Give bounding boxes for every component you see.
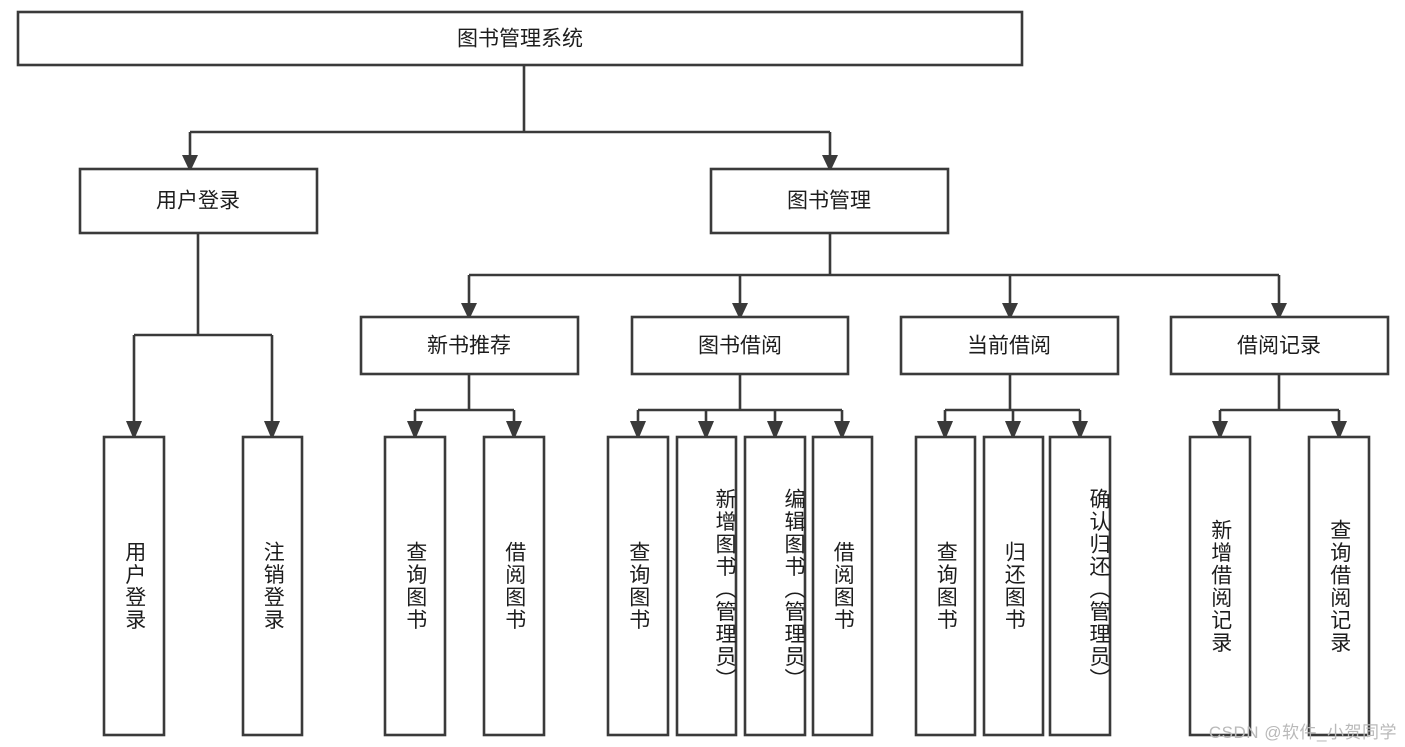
arrowhead-login-child-1 [126, 421, 142, 440]
arrowhead-currentborrow-child-3 [1072, 421, 1088, 440]
leaf-box-query-books-borrow[interactable] [606, 435, 670, 737]
arrowhead-borrowrecord-child-1 [1212, 421, 1228, 440]
current-borrow-box[interactable] [899, 315, 1120, 376]
leaf-box-add-book-admin[interactable] [675, 435, 738, 737]
leaf-label-logout: 注销登录 [261, 541, 285, 631]
leaf-label-edit-book-admin: 编辑图书（管理员） [782, 487, 805, 691]
connector-book-manage-children [461, 233, 1287, 320]
arrowhead-borrow-record [1271, 303, 1287, 320]
borrow-record-label: 借阅记录 [1237, 335, 1321, 358]
connector-user-login-children [126, 233, 280, 440]
node-root[interactable]: 图书管理系统 [16, 10, 1024, 67]
arrowhead-book-manage [822, 155, 838, 172]
leaf-label-user-login: 用户登录 [122, 541, 146, 631]
arrowhead-borrowbooks-child-3 [767, 421, 783, 440]
arrowhead-new-books [461, 303, 477, 320]
leaf-box-add-borrow-record[interactable] [1188, 435, 1252, 737]
node-new-book-recommend[interactable]: 新书推荐 [359, 315, 580, 376]
root-box[interactable] [16, 10, 1024, 67]
leaf-box-borrow-books-new[interactable] [482, 435, 546, 737]
leaf-label-add-book-admin: 新增图书（管理员） [713, 487, 736, 691]
leaf-label-query-books-borrow: 查询图书 [626, 541, 650, 631]
user-login-label: 用户登录 [156, 190, 240, 213]
arrowhead-borrowbooks-child-1 [630, 421, 646, 440]
arrowhead-borrow-books [732, 303, 748, 320]
leaf-label-add-borrow-record: 新增借阅记录 [1208, 518, 1232, 654]
node-current-borrow[interactable]: 当前借阅 [899, 315, 1120, 376]
leaf-label-query-borrow-record: 查询借阅记录 [1327, 518, 1351, 654]
current-borrow-label: 当前借阅 [967, 335, 1051, 358]
leaf-box-user-login[interactable] [102, 435, 166, 737]
connector-root-to-level2 [182, 65, 838, 172]
leaf-box-query-books-new[interactable] [383, 435, 447, 737]
arrowhead-newbooks-child-2 [506, 421, 522, 440]
new-book-recommend-box[interactable] [359, 315, 580, 376]
arrowhead-borrowbooks-child-2 [698, 421, 714, 440]
book-manage-box[interactable] [709, 167, 950, 235]
node-user-login[interactable]: 用户登录 [78, 167, 319, 235]
arrowhead-currentborrow-child-1 [937, 421, 953, 440]
leaf-box-edit-book-admin[interactable] [743, 435, 807, 737]
leaf-label-borrow-book: 借阅图书 [831, 541, 855, 631]
book-manage-label: 图书管理 [787, 190, 871, 213]
book-borrow-box[interactable] [630, 315, 850, 376]
connector-new-books-children [407, 374, 522, 440]
root-label: 图书管理系统 [457, 28, 583, 51]
borrow-record-box[interactable] [1169, 315, 1390, 376]
arrowhead-current-borrow [1002, 303, 1018, 320]
leaf-box-logout[interactable] [241, 435, 304, 737]
new-book-recommend-label: 新书推荐 [427, 335, 511, 358]
csdn-watermark: CSDN @软件_小贺同学 [1208, 723, 1397, 742]
node-book-manage[interactable]: 图书管理 [709, 167, 950, 235]
leaf-label-confirm-return-admin: 确认归还（管理员） [1087, 487, 1110, 691]
book-borrow-label: 图书借阅 [698, 335, 782, 358]
connector-borrow-record-children [1212, 374, 1347, 440]
leaf-label-query-books-new: 查询图书 [403, 541, 427, 631]
leaf-label-return-book: 归还图书 [1002, 541, 1026, 631]
arrowhead-borrowbooks-child-4 [834, 421, 850, 440]
connector-current-borrow-children [937, 374, 1088, 440]
user-login-box[interactable] [78, 167, 319, 235]
connector-borrow-books-children [630, 374, 850, 440]
node-book-borrow[interactable]: 图书借阅 [630, 315, 850, 376]
node-borrow-record[interactable]: 借阅记录 [1169, 315, 1390, 376]
leaf-box-query-books-current[interactable] [914, 435, 977, 737]
leaf-box-return-book[interactable] [982, 435, 1045, 737]
leaf-box-borrow-book[interactable] [811, 435, 874, 737]
arrowhead-currentborrow-child-2 [1005, 421, 1021, 440]
leaf-label-query-books-current: 查询图书 [934, 541, 958, 631]
leaf-box-query-borrow-record[interactable] [1307, 435, 1371, 737]
leaf-box-confirm-return-admin[interactable] [1048, 435, 1112, 737]
arrowhead-newbooks-child-1 [407, 421, 423, 440]
arrowhead-borrowrecord-child-2 [1331, 421, 1347, 440]
arrowhead-user-login [182, 155, 198, 172]
arrowhead-login-child-2 [264, 421, 280, 440]
leaf-label-borrow-books-new: 借阅图书 [502, 541, 526, 631]
